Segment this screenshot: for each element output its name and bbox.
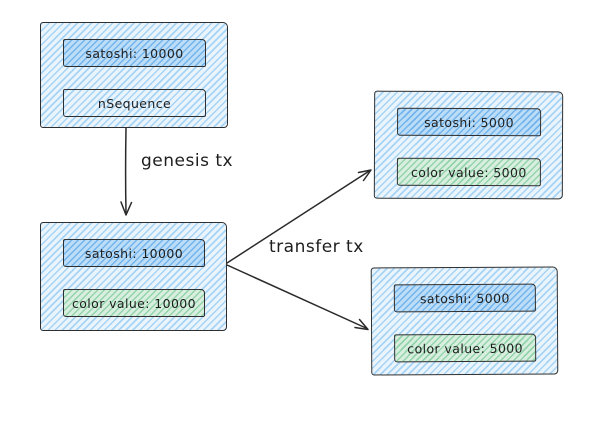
utxo-box-transfer-output-1: satoshi: 5000 color value: 5000 bbox=[373, 90, 564, 200]
genesis-tx-label: genesis tx bbox=[141, 151, 234, 171]
transfer-arrow-top bbox=[226, 169, 372, 264]
transfer-arrow-bottom bbox=[226, 264, 369, 331]
utxo-box-genesis-output: satoshi: 10000 color value: 10000 bbox=[40, 222, 227, 331]
nsequence-field-label: nSequence bbox=[97, 95, 172, 111]
utxo-box-transfer-output-2: satoshi: 5000 color value: 5000 bbox=[370, 266, 559, 376]
satoshi-field-label: satoshi: 5000 bbox=[424, 114, 515, 130]
satoshi-field-label: satoshi: 5000 bbox=[419, 290, 510, 306]
satoshi-field: satoshi: 10000 bbox=[63, 39, 206, 67]
satoshi-field: satoshi: 5000 bbox=[397, 107, 542, 137]
nsequence-field: nSequence bbox=[63, 89, 206, 117]
color-value-field: color value: 5000 bbox=[396, 157, 541, 187]
color-value-field-label: color value: 5000 bbox=[411, 164, 527, 180]
satoshi-field-label: satoshi: 10000 bbox=[84, 245, 184, 261]
transfer-tx-label: transfer tx bbox=[269, 237, 364, 257]
satoshi-field: satoshi: 10000 bbox=[63, 239, 205, 267]
utxo-box-input: satoshi: 10000 nSequence bbox=[40, 22, 228, 128]
satoshi-field: satoshi: 5000 bbox=[393, 283, 536, 313]
color-value-field-label: color value: 10000 bbox=[71, 295, 197, 311]
color-value-field: color value: 10000 bbox=[63, 289, 205, 317]
color-value-field: color value: 5000 bbox=[394, 333, 537, 363]
genesis-arrow bbox=[120, 127, 133, 216]
satoshi-field-label: satoshi: 10000 bbox=[85, 45, 184, 61]
color-value-field-label: color value: 5000 bbox=[407, 340, 524, 356]
